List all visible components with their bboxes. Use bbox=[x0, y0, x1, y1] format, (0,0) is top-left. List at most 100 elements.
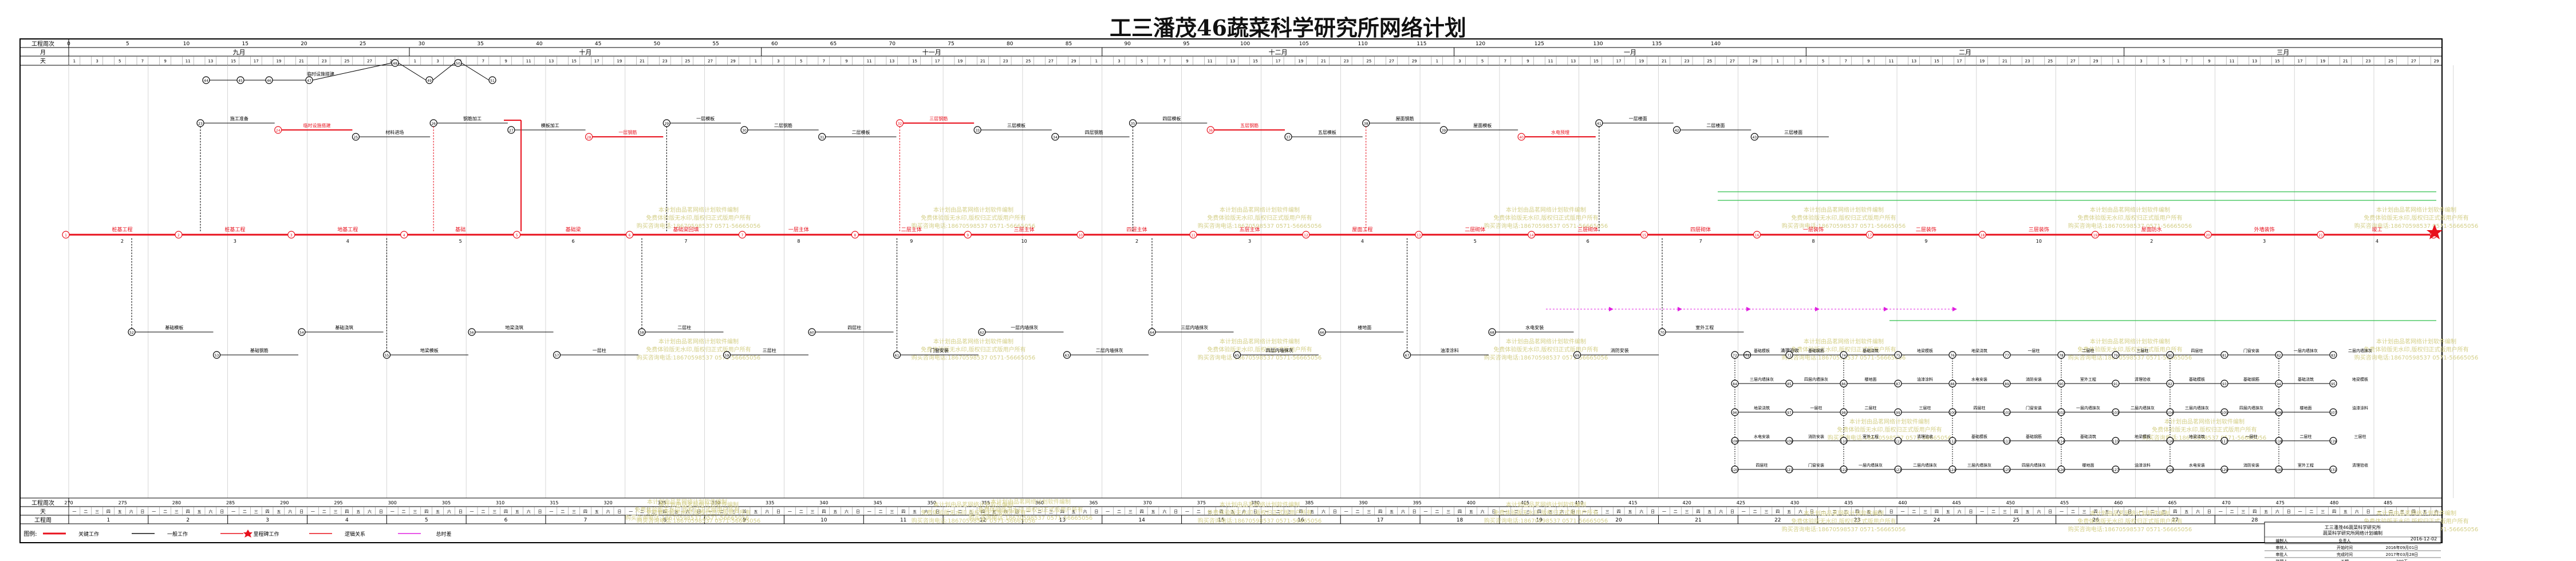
day-number: 9 bbox=[1867, 59, 1869, 64]
node-number: 105 bbox=[2221, 411, 2228, 415]
weekday-label: 二 bbox=[2071, 509, 2075, 514]
watermark-text: 本计划由品茗网络计划软件编制 bbox=[2376, 509, 2456, 517]
critical-task-label: 基础梁回填 bbox=[673, 226, 699, 233]
week-index-label: 15 bbox=[1218, 517, 1224, 523]
node-number: 17 bbox=[1868, 234, 1872, 238]
critical-task-label: 地基工程 bbox=[337, 226, 358, 233]
node-number: 24 bbox=[276, 129, 281, 133]
event-node bbox=[1051, 133, 1059, 141]
node-number: 78 bbox=[2059, 354, 2064, 358]
weekday-label: 三 bbox=[1764, 509, 1768, 514]
event-node bbox=[973, 126, 981, 134]
watermark-text: 本计划由品茗网络计划软件编制 bbox=[658, 501, 739, 508]
weekday-label: 三 bbox=[1526, 509, 1530, 514]
weekday-label: 四 bbox=[663, 509, 667, 514]
node-number: 31 bbox=[820, 136, 825, 140]
week-index-label: 27 bbox=[2172, 517, 2178, 523]
footer-number: 390 bbox=[1359, 500, 1367, 505]
lower-task-label: 基础浇筑 bbox=[335, 325, 353, 330]
node-number: 63 bbox=[1065, 354, 1070, 358]
weekday-label: 三 bbox=[1049, 509, 1053, 514]
weekday-label: 日 bbox=[459, 509, 463, 514]
weekday-label: 一 bbox=[1662, 509, 1666, 514]
event-node bbox=[2003, 380, 2011, 388]
node-number: 90 bbox=[2059, 382, 2064, 386]
event-node bbox=[1894, 380, 1902, 388]
weekday-label: 四 bbox=[345, 509, 349, 514]
weekday-label: 二 bbox=[1594, 509, 1598, 514]
node-number: 13 bbox=[1417, 234, 1421, 238]
event-node bbox=[1785, 380, 1793, 388]
day-number: 23 bbox=[2366, 59, 2371, 64]
event-node bbox=[62, 231, 70, 239]
day-number: 21 bbox=[1321, 59, 1326, 64]
weekday-label: 一 bbox=[708, 509, 712, 514]
event-node bbox=[2112, 380, 2120, 388]
weekday-label: 五 bbox=[833, 509, 837, 514]
weekday-label: 一 bbox=[1503, 509, 1507, 514]
day-number: 23 bbox=[2025, 59, 2030, 64]
weekday-label: 五 bbox=[1946, 509, 1950, 514]
cluster-task-label: 二层内墙抹灰 bbox=[2131, 405, 2155, 410]
task-duration: 6 bbox=[572, 239, 575, 244]
watermark-text: 免费体验版无水印,版权归正式版用户所有 bbox=[1791, 517, 1896, 525]
watermark-text: 购买咨询电话:18670598537 0571-56665056 bbox=[637, 222, 761, 230]
event-node bbox=[1978, 231, 1986, 239]
node-number: 23 bbox=[198, 122, 203, 126]
weekday-label: 二 bbox=[1832, 509, 1836, 514]
footer-number: 290 bbox=[280, 500, 289, 505]
weekday-label: 一 bbox=[2219, 509, 2223, 514]
event-node bbox=[1206, 126, 1214, 134]
arrowhead-icon bbox=[1746, 307, 1751, 311]
footer-number: 420 bbox=[1682, 500, 1691, 505]
critical-task-label: 五层主体 bbox=[1239, 226, 1260, 233]
watermark-text: 免费体验版无水印,版权归正式版用户所有 bbox=[1791, 214, 1896, 222]
weekday-label: 日 bbox=[1969, 509, 1973, 514]
weekday-label: 一 bbox=[2298, 509, 2302, 514]
upper-task-label: 水电预埋 bbox=[1551, 129, 1569, 135]
day-number: 9 bbox=[504, 59, 507, 64]
week-number: 40 bbox=[536, 41, 543, 47]
weekday-label: 四 bbox=[901, 509, 905, 514]
month-label: 十二月 bbox=[1269, 48, 1288, 56]
watermark-text: 免费体验版无水印,版权归正式版用户所有 bbox=[921, 214, 1025, 222]
critical-task-label: 三层砌体 bbox=[1577, 226, 1598, 233]
weekday-label: 二 bbox=[2309, 509, 2313, 514]
weekday-label: 五 bbox=[118, 509, 122, 514]
weekday-label: 五 bbox=[436, 509, 440, 514]
day-number: 17 bbox=[254, 59, 259, 64]
node-number: 56 bbox=[470, 331, 474, 335]
critical-task-label: 四层砌体 bbox=[1690, 226, 1711, 233]
day-number: 3 bbox=[436, 59, 439, 64]
cluster-task-label: 一层柱 bbox=[2246, 434, 2258, 439]
node-number: 20 bbox=[2206, 234, 2210, 238]
title-block-frame bbox=[2264, 522, 2441, 543]
footer-number: 435 bbox=[1844, 500, 1853, 505]
footer-number: 470 bbox=[2222, 500, 2231, 505]
cluster-task-label: 地梁模板 bbox=[1917, 348, 1933, 353]
month-label: 二月 bbox=[1959, 49, 1971, 56]
footer-row-label: 工程周次 bbox=[31, 499, 54, 507]
day-number: 23 bbox=[1003, 59, 1008, 64]
watermark-text: 购买咨询电话:18670598537 0571-56665056 bbox=[625, 514, 749, 522]
event-node bbox=[2112, 351, 2120, 359]
weekday-label: 二 bbox=[163, 509, 167, 514]
day-number: 9 bbox=[845, 59, 847, 64]
day-number: 19 bbox=[1298, 59, 1303, 64]
weekday-label: 四 bbox=[2014, 509, 2018, 514]
weekday-label: 一 bbox=[2060, 509, 2064, 514]
cluster-task-label: 水电安装 bbox=[2189, 463, 2205, 468]
weekday-label: 六 bbox=[1083, 509, 1087, 514]
watermark-text: 购买咨询电话:18670598537 0571-56665056 bbox=[2354, 354, 2479, 361]
legend-item-label: 总时差 bbox=[436, 531, 451, 538]
watermark-text: 购买咨询电话:18670598537 0571-56665056 bbox=[969, 514, 1093, 522]
weekday-label: 四 bbox=[186, 509, 190, 514]
cluster-task-label: 三层柱 bbox=[1919, 405, 1931, 410]
weekday-label: 五 bbox=[1549, 509, 1553, 514]
watermark-text: 免费体验版无水印,版权归正式版用户所有 bbox=[646, 509, 751, 516]
weekday-label: 二 bbox=[1753, 509, 1757, 514]
header-row-label: 工程周次 bbox=[31, 40, 54, 48]
event-node bbox=[740, 126, 748, 134]
weekday-label: 二 bbox=[1276, 509, 1280, 514]
